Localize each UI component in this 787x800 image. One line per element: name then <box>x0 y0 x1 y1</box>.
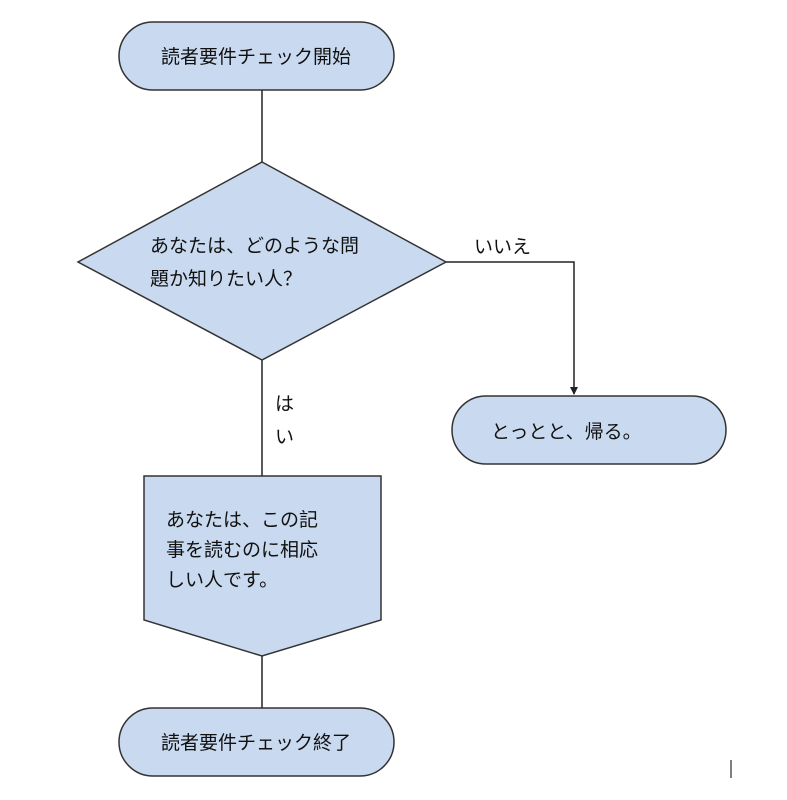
connector-no-branch <box>446 261 578 395</box>
no-branch-label: いいえ <box>474 236 531 258</box>
start-node: 読者要件チェック開始 <box>118 21 395 91</box>
decision-node-label-line-2: 題か知りたい人？ <box>150 268 302 290</box>
yes-branch-label-1: は <box>275 393 294 415</box>
decision-node-label-line-1: あなたは、どのような問 <box>150 235 359 257</box>
yes-branch-label-2: い <box>275 426 294 448</box>
end-node: 読者要件チェック終了 <box>118 707 395 777</box>
yes-result-node-label-line-3: しい人です。 <box>166 569 278 591</box>
no-result-node: とっとと、帰る。 <box>451 395 727 465</box>
yes-result-node: あなたは、この記 事を読むのに相応 しい人です。 <box>143 475 382 657</box>
no-result-node-label: とっとと、帰る。 <box>491 421 642 443</box>
yes-result-node-label-line-1: あなたは、この記 <box>166 509 318 531</box>
start-node-label: 読者要件チェック開始 <box>161 46 351 68</box>
end-node-label: 読者要件チェック終了 <box>161 732 351 754</box>
yes-result-node-label-line-2: 事を読むのに相応 <box>166 539 318 561</box>
decision-node: あなたは、どのような問 題か知りたい人？ <box>76 161 448 361</box>
